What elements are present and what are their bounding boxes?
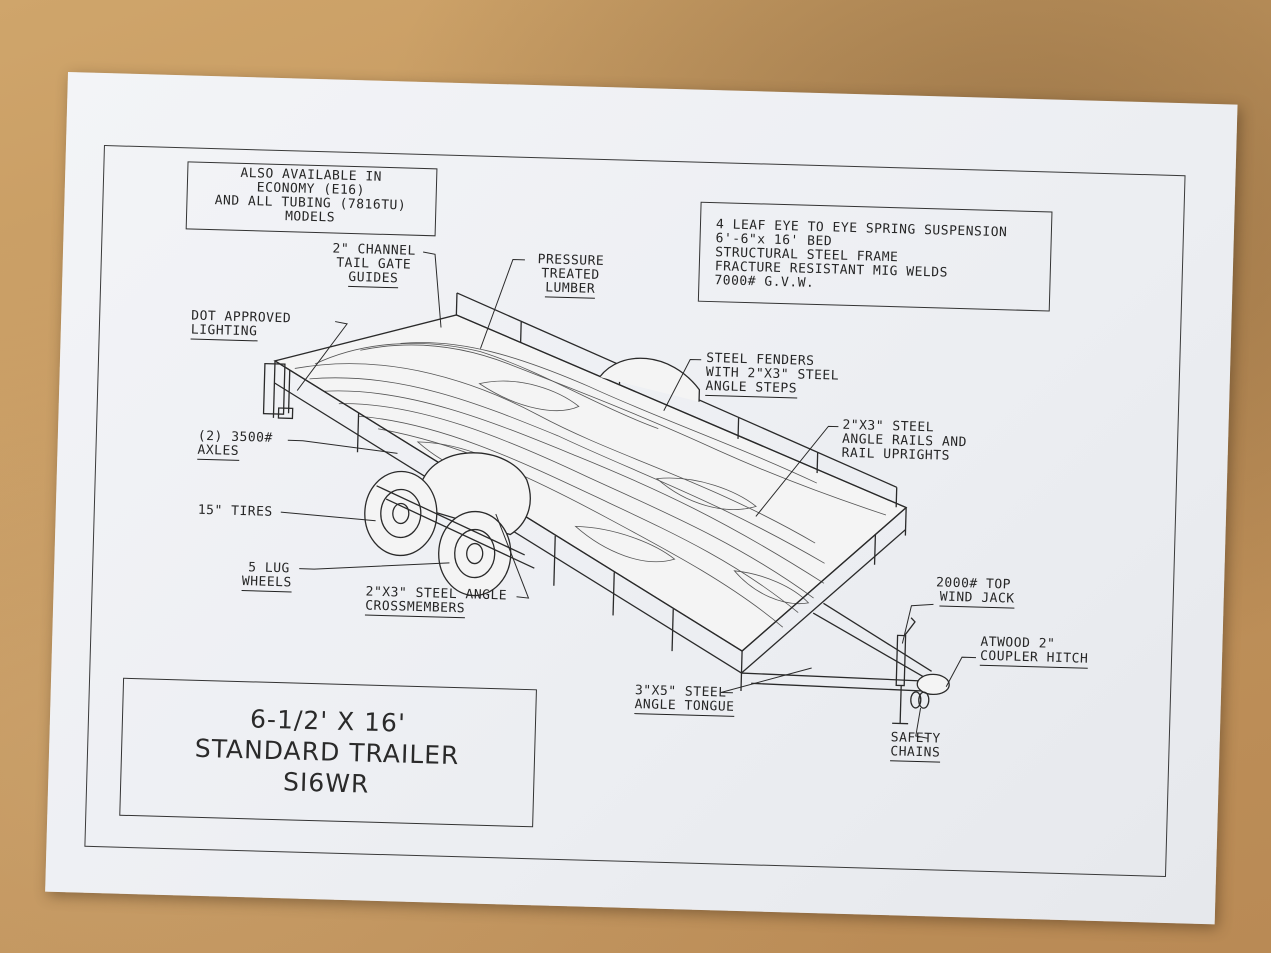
callout-coupler-2: COUPLER HITCH [979,648,1089,669]
trailer-drawing [262,251,977,739]
callout-jack-2: WIND JACK [939,589,1015,609]
callout-tongue-2: ANGLE TONGUE [634,697,735,717]
callout-axles-2: AXLES [197,442,240,461]
callout-wheels-2: WHEELS [241,574,292,593]
callout-fenders-3: ANGLE STEPS [705,378,798,399]
callout-rails-3: RAIL UPRIGHTS [841,445,951,464]
callout-crossmembers-2: CROSSMEMBERS [364,598,466,619]
callout-tires: 15" TIRES [197,502,273,520]
callout-lumber-3: LUMBER [544,280,596,299]
callout-lighting-2: LIGHTING [190,322,258,342]
callout-chains-2: CHAINS [890,744,941,763]
printed-sheet: ALSO AVAILABLE IN ECONOMY (E16) AND ALL … [45,72,1238,925]
